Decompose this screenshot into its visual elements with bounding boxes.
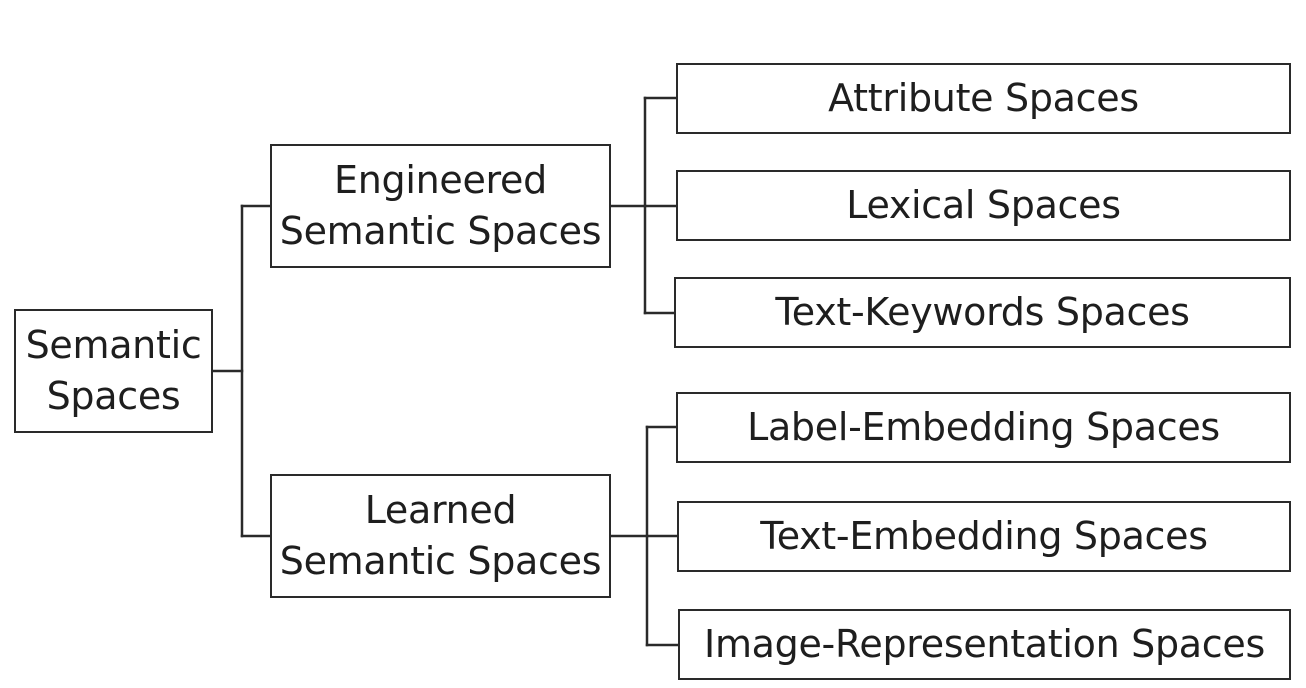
text-keywords-spaces-node: Text-Keywords Spaces xyxy=(674,277,1291,348)
node-label-line-1: Engineered xyxy=(334,157,547,202)
node-label-line-2: Spaces xyxy=(46,374,181,418)
semantic-spaces-node: Semantic Spaces xyxy=(14,309,213,433)
node-label-line-2: Semantic Spaces xyxy=(279,209,602,253)
node-label-line-1: Learned xyxy=(364,487,517,532)
lexical-spaces-node: Lexical Spaces xyxy=(676,170,1291,241)
label-embedding-spaces-node: Label-Embedding Spaces xyxy=(676,392,1291,463)
engineered-semantic-spaces-node: Engineered Semantic Spaces xyxy=(270,144,611,268)
text-embedding-spaces-node: Text-Embedding Spaces xyxy=(677,501,1291,572)
node-label: Text-Keywords Spaces xyxy=(775,289,1190,334)
node-label: Lexical Spaces xyxy=(846,182,1121,227)
image-representation-spaces-node: Image-Representation Spaces xyxy=(678,609,1291,680)
node-label: Image-Representation Spaces xyxy=(704,621,1265,666)
node-label: Text-Embedding Spaces xyxy=(760,513,1208,558)
node-label: Label-Embedding Spaces xyxy=(747,404,1220,449)
node-label-line-2: Semantic Spaces xyxy=(279,539,602,583)
attribute-spaces-node: Attribute Spaces xyxy=(676,63,1291,134)
node-label: Attribute Spaces xyxy=(828,75,1139,120)
node-label-line-1: Semantic xyxy=(25,322,202,367)
learned-semantic-spaces-node: Learned Semantic Spaces xyxy=(270,474,611,598)
